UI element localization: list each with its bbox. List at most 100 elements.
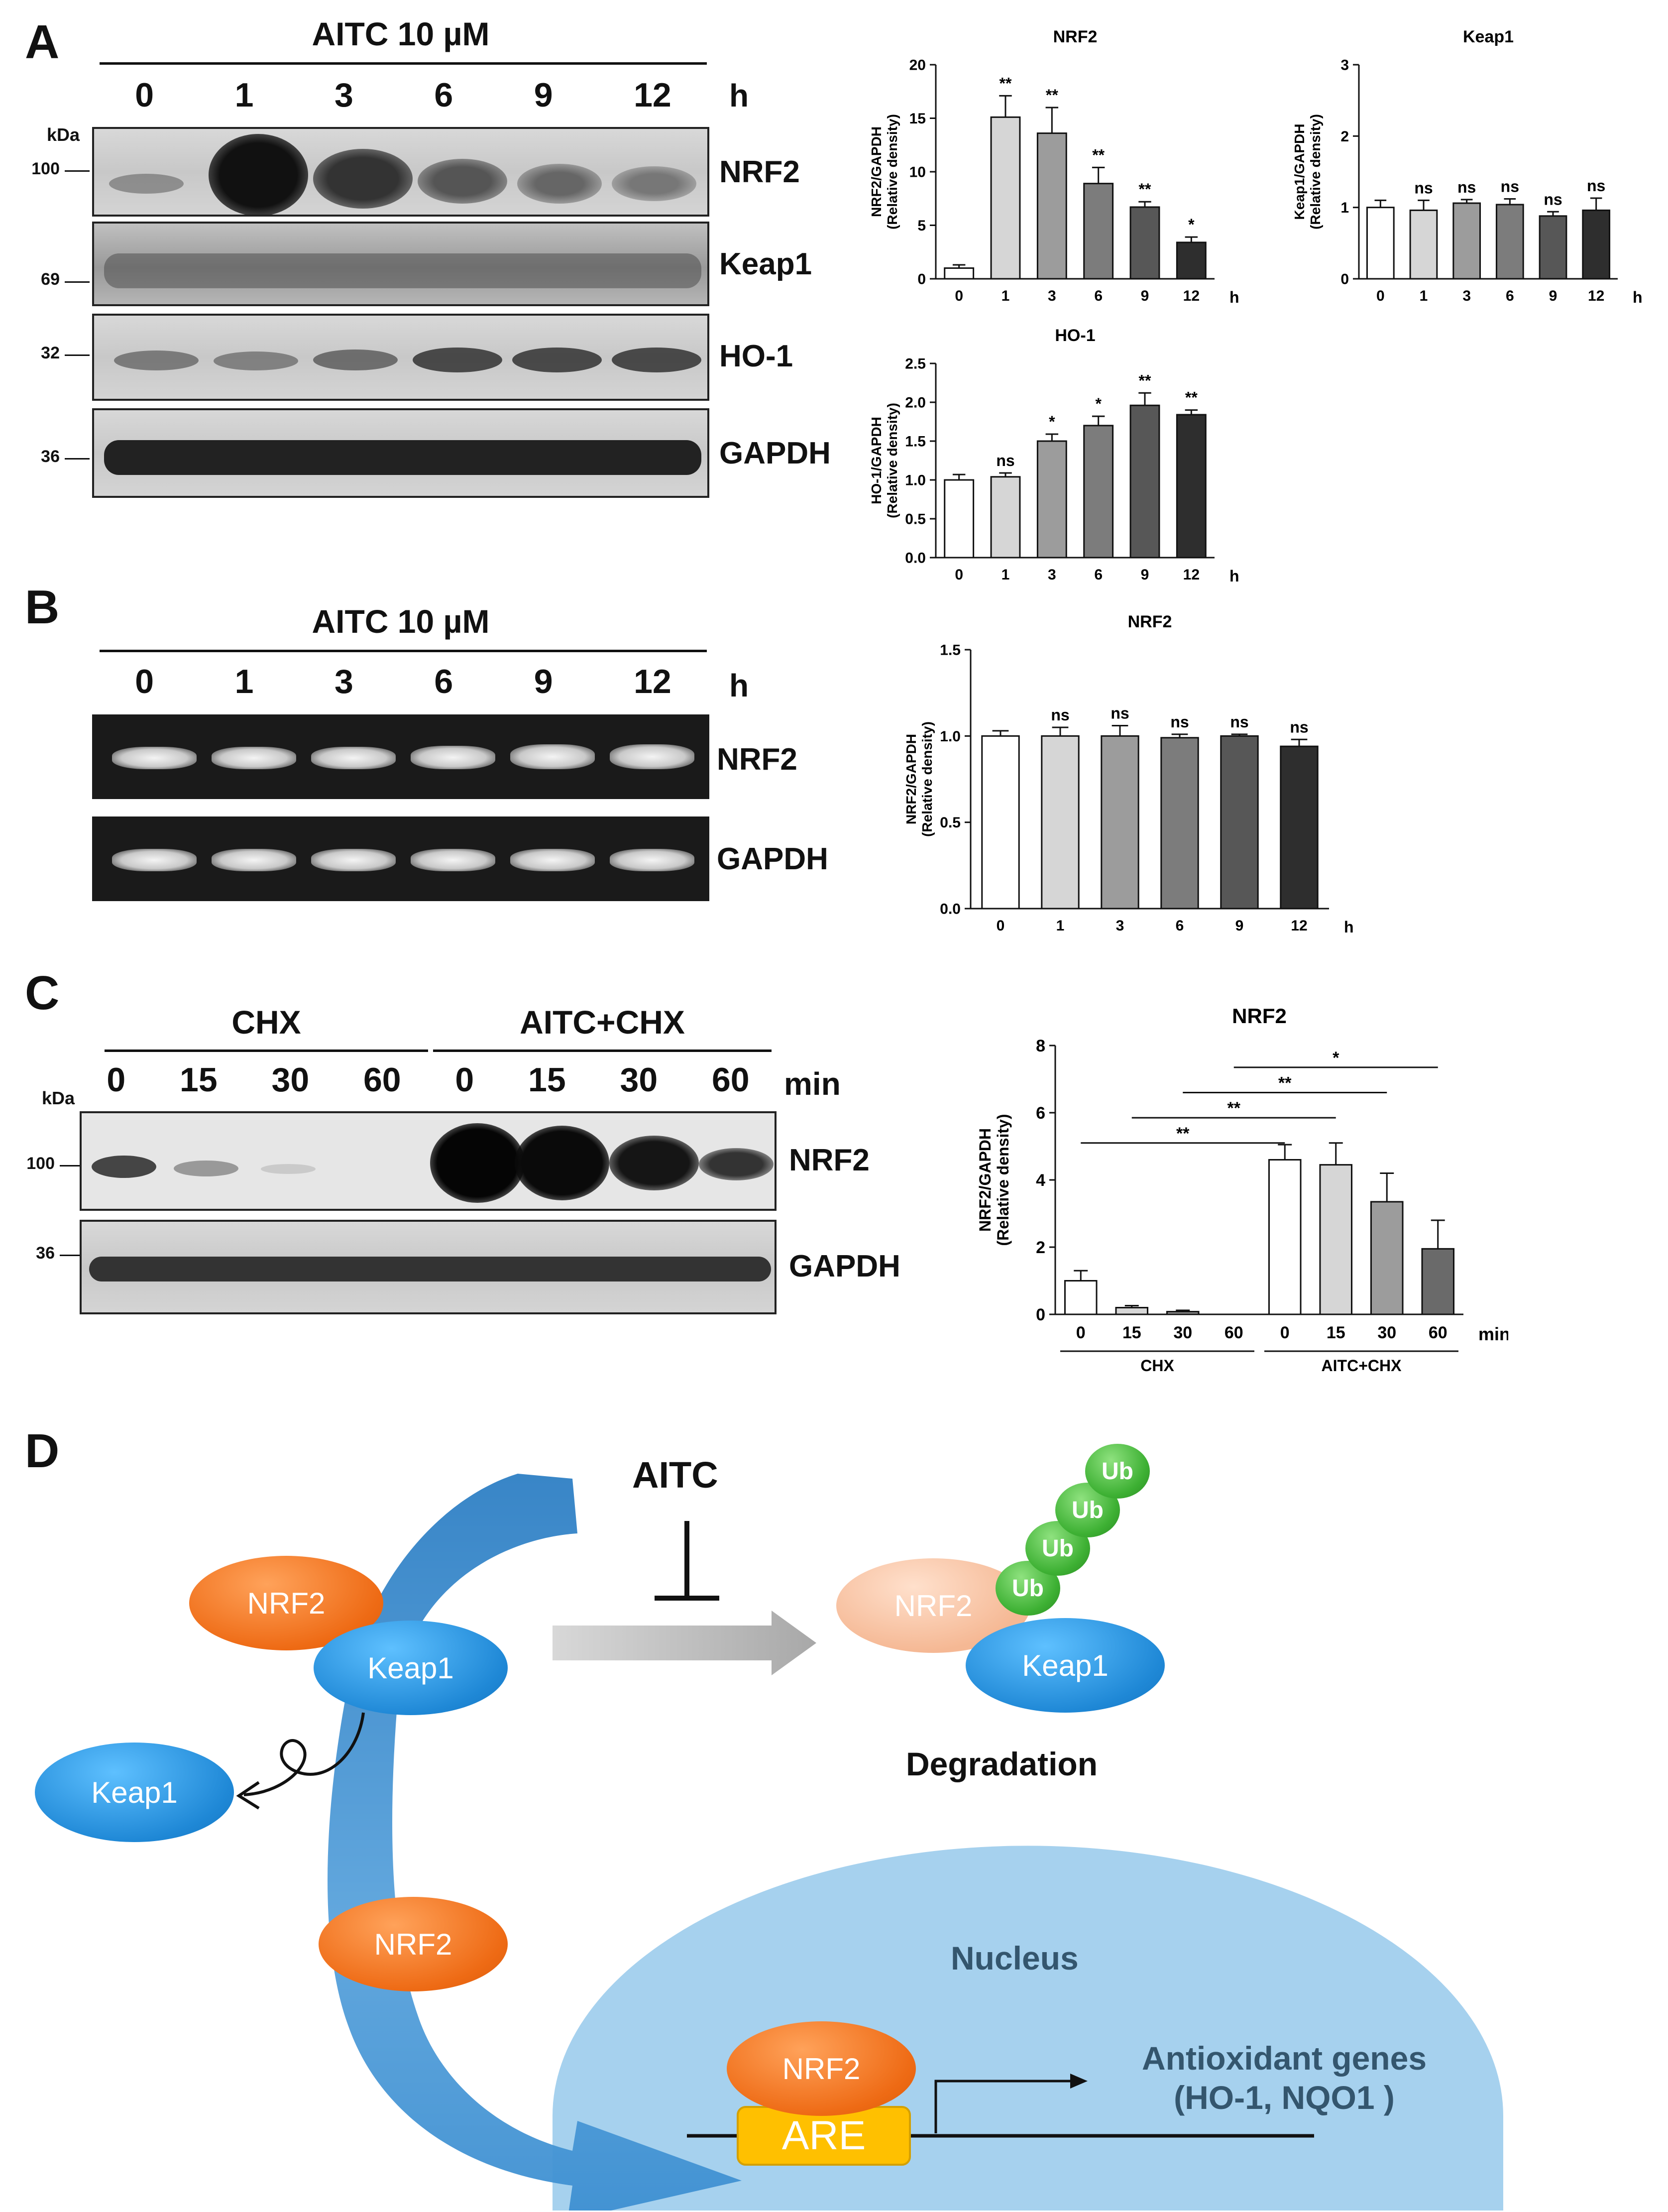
marker-69: 69 xyxy=(41,270,60,289)
x-tick-label: 1 xyxy=(1420,288,1428,304)
band xyxy=(109,174,184,194)
antioxidant-genes-label: Antioxidant genes (HO-1, NQO1 ) xyxy=(1085,2039,1483,2117)
x-tick-label: 1 xyxy=(1056,918,1065,934)
lane-label: 1 xyxy=(234,76,254,114)
marker-tick xyxy=(65,281,90,283)
blot-c-nrf2 xyxy=(80,1111,777,1211)
bar xyxy=(944,479,975,559)
bracket-label: ** xyxy=(1176,1124,1190,1143)
bar xyxy=(1166,1311,1200,1315)
bar xyxy=(1268,1159,1302,1315)
bar xyxy=(1452,202,1481,280)
panel-c-unit: min xyxy=(784,1066,841,1102)
blot-keap1 xyxy=(92,222,709,306)
y-tick-label: 8 xyxy=(1036,1037,1045,1055)
lane-label: 0 xyxy=(135,76,154,114)
lane-label: 60 xyxy=(363,1061,401,1099)
y-tick-label: 1.0 xyxy=(905,472,926,489)
significance-label: ns xyxy=(1414,179,1433,197)
chart-title: HO-1 xyxy=(1055,326,1095,345)
bar xyxy=(1041,735,1080,910)
panel-a-unit: h xyxy=(729,78,749,114)
y-axis-label: Keap1/GAPDH(Relative density) xyxy=(1292,114,1323,230)
ub-2: Ub xyxy=(1025,1521,1090,1576)
x-tick-label: 12 xyxy=(1183,288,1200,304)
lane-label: 6 xyxy=(434,76,453,114)
band xyxy=(612,348,701,372)
y-tick-label: 0.0 xyxy=(940,901,961,918)
lane-label: 30 xyxy=(620,1061,658,1099)
significance-label: ns xyxy=(1544,190,1562,208)
x-tick-label: 9 xyxy=(1141,567,1149,583)
transcription-arrow xyxy=(934,2080,1080,2133)
band xyxy=(261,1164,316,1174)
panel-label-d: D xyxy=(25,1424,60,1478)
blot-nrf2 xyxy=(92,127,709,217)
blot-ho1 xyxy=(92,314,709,401)
x-tick-label: 1 xyxy=(1001,288,1010,304)
y-tick-label: 0 xyxy=(1036,1305,1045,1324)
x-tick-label: 0 xyxy=(1280,1323,1290,1342)
y-tick-label: 6 xyxy=(1036,1104,1045,1123)
blot-c-gapdh xyxy=(80,1220,777,1314)
x-unit-label: min xyxy=(1478,1324,1508,1344)
ub-4: Ub xyxy=(1085,1444,1150,1499)
marker-100: 100 xyxy=(26,1154,55,1173)
panel-a-title-underline xyxy=(100,62,707,65)
bar xyxy=(1115,1307,1149,1315)
gel-band xyxy=(311,849,396,871)
keap1-bound-ellipse: Keap1 xyxy=(314,1621,508,1715)
y-tick-label: 0 xyxy=(1340,271,1349,288)
group-label: AITC+CHX xyxy=(1322,1357,1402,1375)
band xyxy=(214,351,298,370)
x-tick-label: 3 xyxy=(1048,288,1056,304)
lane-label: 15 xyxy=(528,1061,566,1099)
x-tick-label: 0 xyxy=(1076,1323,1086,1342)
bar xyxy=(1319,1164,1353,1315)
gel-band xyxy=(610,744,694,769)
gel-band xyxy=(112,849,197,871)
band xyxy=(114,350,199,370)
nucleus-shape xyxy=(553,1846,1503,2211)
band xyxy=(430,1123,525,1203)
blot-label-keap1: Keap1 xyxy=(719,247,812,281)
significance-label: ns xyxy=(1457,178,1476,196)
blot-c-label-nrf2: NRF2 xyxy=(789,1143,870,1177)
lane-label: 30 xyxy=(271,1061,310,1099)
bar xyxy=(1036,440,1067,559)
x-tick-label: 30 xyxy=(1173,1323,1192,1342)
group-label: CHX xyxy=(1140,1357,1174,1375)
bracket-label: ** xyxy=(1227,1099,1241,1118)
keap1-degradation-ellipse: Keap1 xyxy=(966,1618,1165,1713)
x-tick-label: 3 xyxy=(1048,567,1056,583)
antioxidant-genes-line2: (HO-1, NQO1 ) xyxy=(1174,2079,1395,2116)
gel-band xyxy=(311,747,396,769)
significance-label: ** xyxy=(1000,74,1012,92)
release-arrowhead xyxy=(236,1781,260,1810)
significance-label: ** xyxy=(1139,371,1151,389)
gel-label-nrf2: NRF2 xyxy=(717,742,797,777)
nrf2-free-ellipse: NRF2 xyxy=(319,1897,508,1991)
lane-label: 60 xyxy=(711,1061,750,1099)
y-tick-label: 2.0 xyxy=(905,395,926,411)
bar xyxy=(1280,745,1319,910)
y-tick-label: 2.5 xyxy=(905,356,926,372)
x-tick-label: 12 xyxy=(1588,288,1604,304)
marker-tick xyxy=(60,1165,80,1166)
y-axis-label: NRF2/GAPDH(Relative density) xyxy=(903,721,935,837)
significance-label: * xyxy=(1095,395,1102,413)
lane-label: 0 xyxy=(107,1061,126,1099)
nucleus-label: Nucleus xyxy=(951,1940,1079,1977)
blot-gapdh xyxy=(92,408,709,498)
lane-label: 9 xyxy=(534,76,553,114)
y-tick-label: 1 xyxy=(1340,200,1349,216)
bar xyxy=(1129,404,1160,559)
bar xyxy=(1064,1280,1098,1315)
significance-label: ns xyxy=(1051,706,1069,724)
x-unit-label: h xyxy=(1344,918,1354,936)
release-arrow xyxy=(243,1712,365,1796)
lane-label: 0 xyxy=(135,663,154,700)
marker-tick xyxy=(65,458,90,460)
y-tick-label: 0 xyxy=(917,271,926,288)
y-tick-label: 2 xyxy=(1036,1238,1045,1257)
